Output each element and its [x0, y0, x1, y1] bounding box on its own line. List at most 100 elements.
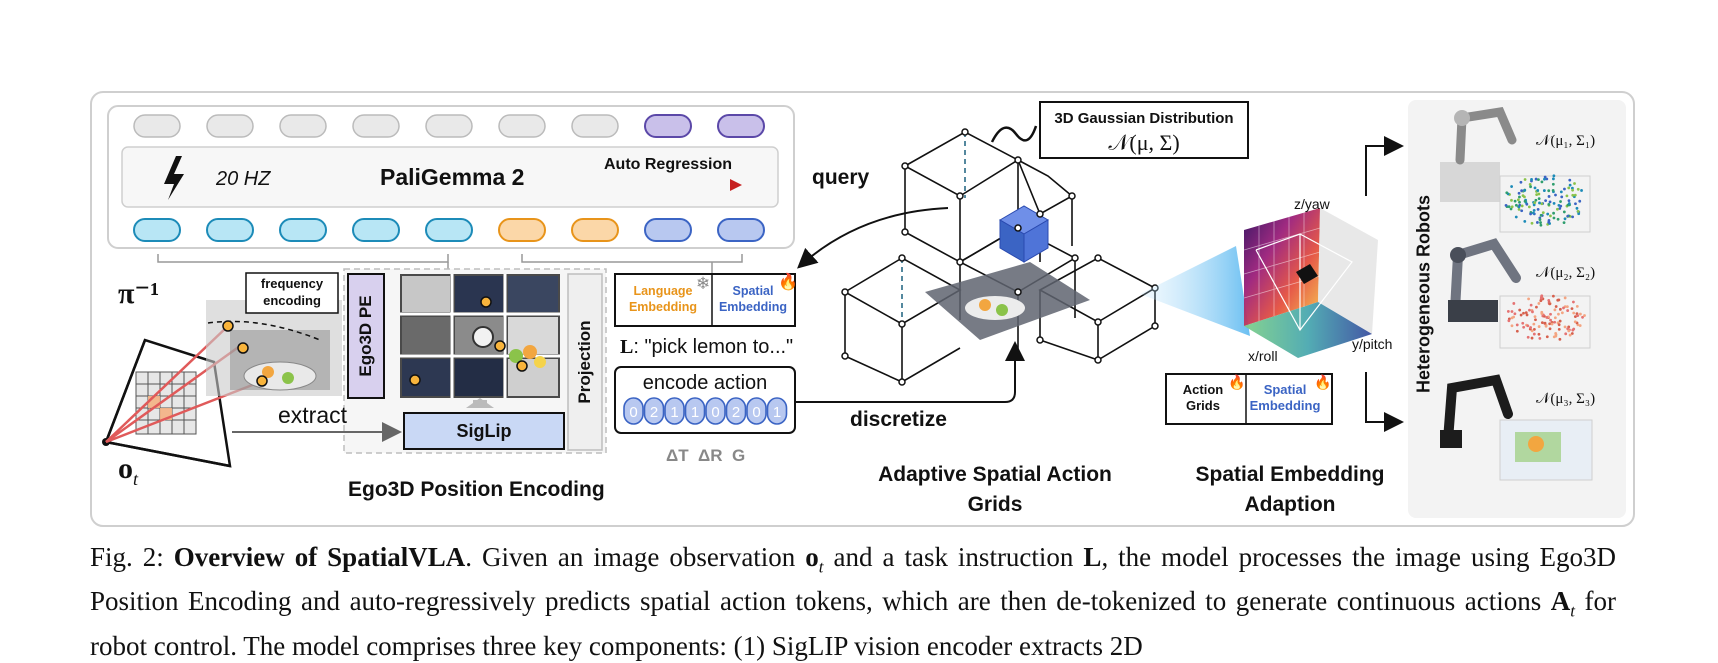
distribution-point	[1518, 200, 1521, 204]
distribution-point	[1557, 328, 1561, 331]
bracket-visual	[157, 254, 449, 263]
distribution-point	[1522, 311, 1525, 315]
projection-label: Projection	[575, 320, 594, 404]
distribution-point	[1545, 177, 1549, 181]
distribution-point	[1520, 204, 1524, 208]
robots-panel	[1408, 100, 1626, 518]
flame-icon: 🔥	[1314, 374, 1332, 390]
axis-y-label: y/pitch	[1352, 336, 1393, 352]
action-token-pill	[705, 397, 726, 425]
keypoint	[480, 296, 492, 308]
distribution-point	[1528, 308, 1531, 312]
distribution-point	[1525, 313, 1529, 317]
distribution-point	[1510, 310, 1514, 313]
distribution-point	[1567, 186, 1571, 190]
keypoint	[409, 374, 421, 386]
distribution-point	[1558, 207, 1562, 210]
distribution-point	[1514, 203, 1518, 207]
distribution-point	[1545, 316, 1549, 319]
auto-regression-label: Auto Regression	[604, 156, 733, 173]
distribution-point	[1565, 305, 1569, 309]
distribution-point	[1527, 205, 1531, 209]
distribution-point	[1542, 189, 1546, 192]
distribution-point	[1537, 178, 1540, 182]
distribution-point	[1510, 316, 1514, 320]
distribution-point	[1570, 332, 1574, 335]
distribution-point	[1533, 186, 1537, 190]
token-output	[133, 114, 181, 138]
discretize-arrow	[796, 341, 1025, 403]
distribution-point	[1560, 311, 1564, 315]
tilde-connector	[990, 125, 1038, 143]
distribution-point	[1568, 178, 1572, 182]
distribution-point	[1547, 189, 1551, 193]
flame-icon: 🔥	[1228, 374, 1246, 390]
token-visual	[206, 218, 254, 242]
distribution-point	[1534, 198, 1538, 202]
distribution-point	[1523, 178, 1527, 181]
distribution-point	[1517, 191, 1521, 195]
distribution-point	[1552, 174, 1556, 178]
distribution-point	[1571, 186, 1574, 190]
distribution-point	[1548, 322, 1552, 326]
distribution-point	[1507, 319, 1511, 323]
distribution-point	[1549, 312, 1552, 316]
distribution-point	[1536, 207, 1540, 211]
image-patches	[400, 274, 560, 398]
distribution-point	[1530, 336, 1534, 340]
distribution-point	[1558, 307, 1562, 311]
distribution-point	[1533, 201, 1537, 205]
distribution-point	[1515, 323, 1519, 327]
token-spatial	[717, 218, 765, 242]
distribution-point	[1558, 337, 1562, 341]
distribution-point	[1551, 182, 1555, 186]
output-tokens	[133, 114, 765, 138]
distribution-point	[1523, 219, 1527, 223]
distribution-point	[1551, 188, 1555, 192]
llm-bar	[121, 146, 779, 208]
distribution-point	[1580, 189, 1583, 192]
action-token-pill	[664, 397, 685, 425]
distribution-point	[1567, 199, 1571, 203]
distribution-point	[1544, 324, 1548, 328]
distribution-point	[1578, 324, 1582, 327]
voxel-grid	[135, 371, 197, 435]
action-token-pill	[766, 397, 788, 425]
distribution-point	[1531, 310, 1534, 314]
distribution-point	[1519, 180, 1523, 184]
distribution-point	[1567, 202, 1571, 205]
distribution-point	[1547, 219, 1551, 222]
token-language	[498, 218, 546, 242]
distribution-point	[1539, 213, 1543, 217]
distribution-point	[1536, 189, 1540, 192]
distribution-point	[1554, 305, 1558, 308]
distribution-point	[1534, 318, 1537, 322]
distribution-point	[1543, 321, 1547, 325]
distribution-point	[1520, 189, 1524, 193]
distribution-point	[1564, 332, 1568, 336]
distribution-point	[1533, 315, 1537, 319]
distribution-point	[1577, 212, 1581, 216]
distribution-point	[1547, 298, 1551, 302]
distribution-point	[1548, 302, 1552, 306]
heatmap-cube	[1243, 208, 1378, 358]
distribution-point	[1534, 177, 1538, 181]
distribution-point	[1557, 312, 1560, 316]
llm-model-name: PaliGemma 2	[380, 164, 525, 190]
distribution-point	[1540, 294, 1544, 298]
bracket-text	[521, 254, 743, 263]
gaussian-box	[1039, 101, 1249, 159]
distribution-point	[1537, 192, 1541, 196]
token-output	[571, 114, 619, 138]
distribution-point	[1548, 200, 1552, 204]
distribution-point	[1552, 216, 1556, 220]
distribution-point	[1535, 193, 1539, 197]
robot-2-formula: 𝒩(μ₂, Σ₂)	[1536, 265, 1596, 281]
instruction-text: L: "pick lemon to..."	[620, 336, 794, 358]
distribution-point	[1529, 185, 1532, 189]
siglip-box	[403, 412, 565, 450]
distribution-point	[1556, 207, 1559, 211]
distribution-point	[1553, 308, 1557, 312]
